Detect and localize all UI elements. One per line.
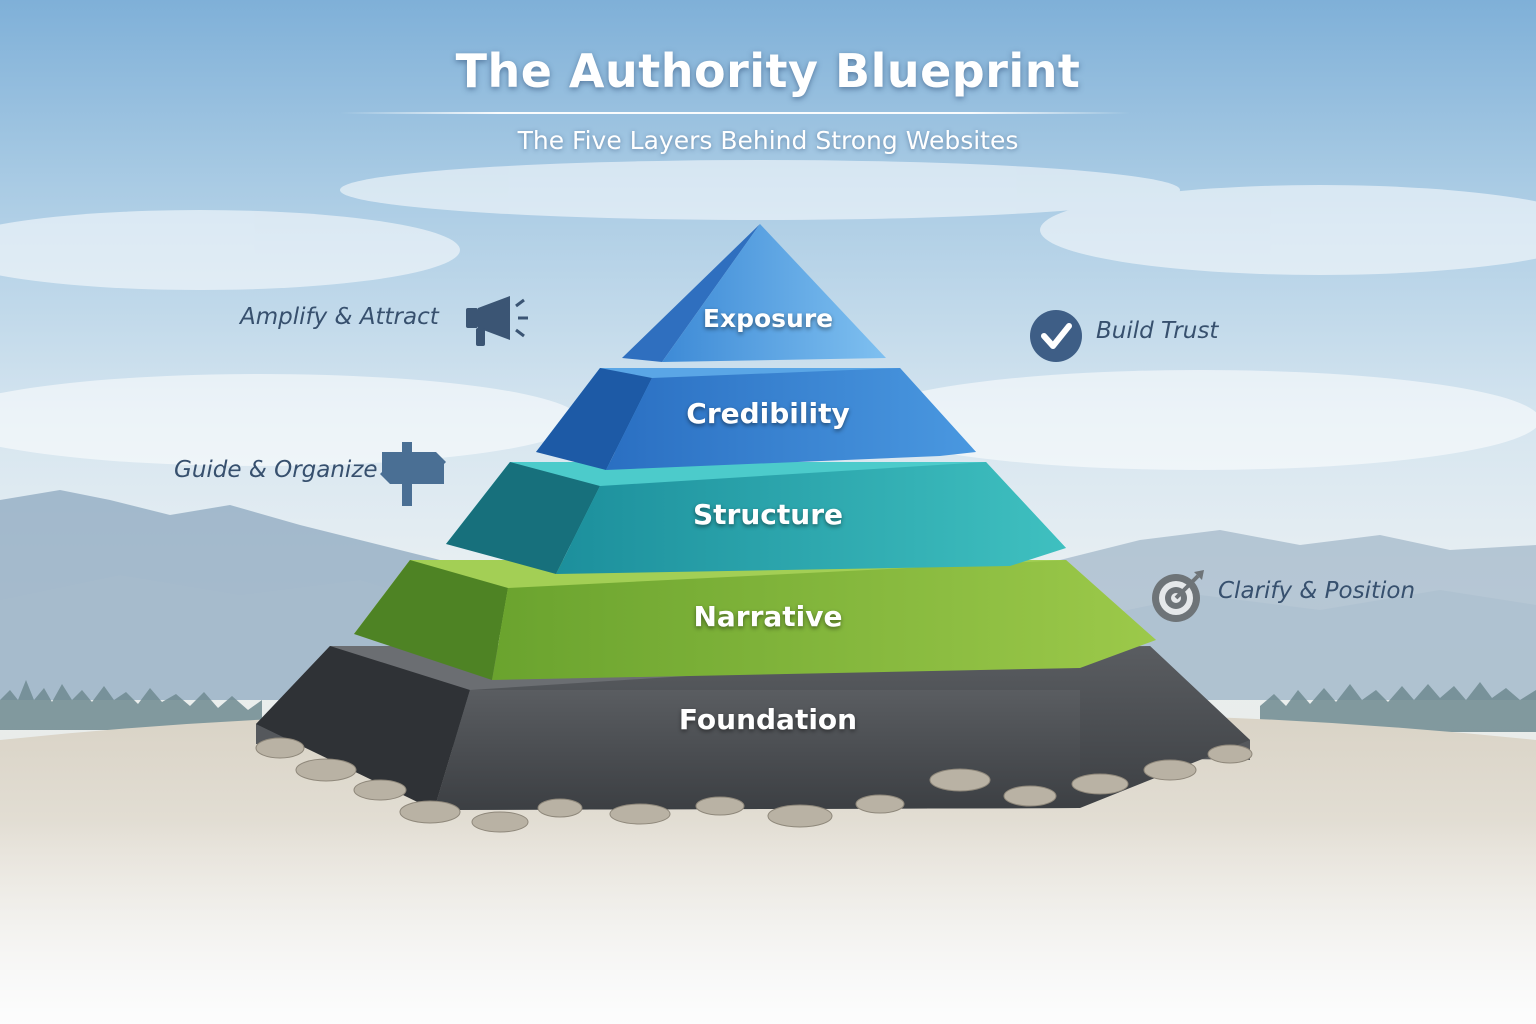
callout-build-trust: Build Trust [1096, 318, 1219, 344]
rubble [255, 737, 1253, 833]
pyramid-layer-exposure [622, 224, 886, 362]
bottom-haze [0, 820, 1536, 1024]
megaphone-icon [466, 296, 528, 346]
layer-label-narrative: Narrative [693, 600, 843, 633]
layer-label-exposure: Exposure [702, 304, 834, 333]
callout-clarify-position: Clarify & Position [1218, 578, 1416, 604]
pyramid-layer-credibility [536, 368, 976, 470]
layer-label-foundation: Foundation [678, 703, 858, 736]
target-icon [1152, 570, 1204, 622]
pyramid-layer-narrative [354, 560, 1156, 680]
page-subtitle: The Five Layers Behind Strong Websites [517, 126, 1019, 155]
title-divider [340, 112, 1130, 114]
pyramid [255, 224, 1253, 833]
callout-guide-organize: Guide & Organize [174, 457, 378, 483]
pyramid-layer-structure [446, 462, 1066, 574]
page-title: The Authority Blueprint [455, 44, 1081, 98]
checkmark-circle-icon [1030, 310, 1082, 362]
tree-line [0, 680, 1536, 732]
signpost-icon [380, 442, 446, 506]
layer-label-structure: Structure [692, 498, 843, 531]
clouds [0, 160, 1536, 470]
layer-label-credibility: Credibility [686, 397, 850, 430]
callout-amplify-attract: Amplify & Attract [240, 304, 439, 330]
